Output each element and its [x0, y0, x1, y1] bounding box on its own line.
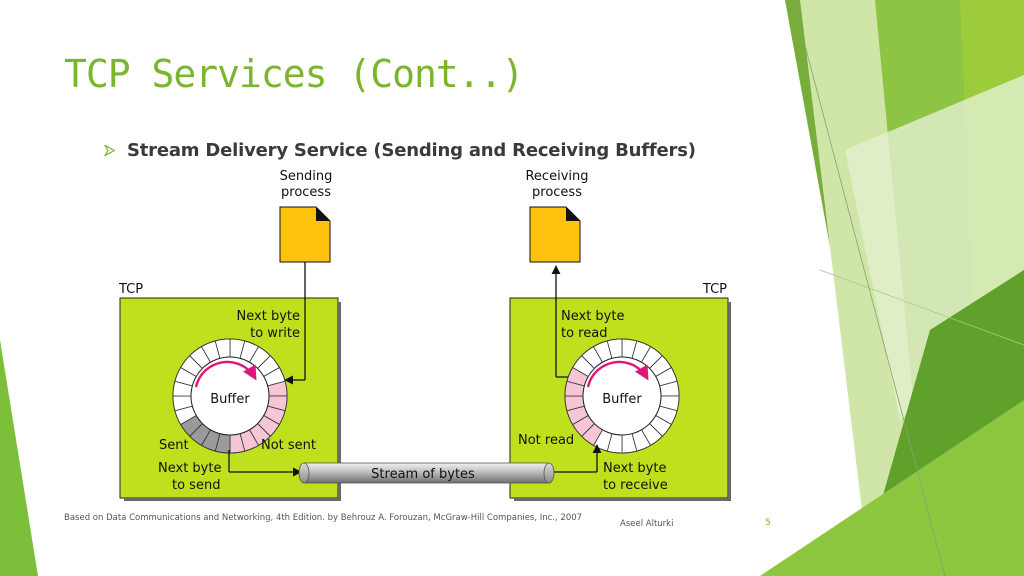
stream-of-bytes-label: Stream of bytes: [371, 467, 475, 482]
next-byte-to-receive-label: Next byte: [603, 461, 666, 476]
bullet-text: Stream Delivery Service (Sending and Rec…: [127, 140, 696, 161]
sender-tcp-box-shadow: [124, 498, 341, 501]
arrowhead-bullet-icon: [104, 145, 115, 156]
sender-circular-buffer: [172, 338, 288, 454]
receiver-tcp-box-shadow: [514, 498, 731, 501]
deco-line: [819, 269, 1024, 346]
next-byte-to-send-label: to send: [172, 478, 220, 493]
receiver-tcp-box-shadow: [728, 302, 731, 501]
sender-tcp-label: TCP: [118, 282, 143, 297]
sender-buffer-direction-arrow: [194, 360, 257, 388]
footer-author: Aseel Alturki: [620, 519, 674, 529]
next-byte-to-receive-label: to receive: [603, 478, 668, 493]
receiver-tcp-label: TCP: [702, 282, 727, 297]
receiving-process-label: process: [532, 185, 582, 200]
next-byte-to-read-label: Next byte: [561, 309, 624, 324]
next-byte-to-write-label: to write: [250, 326, 300, 341]
receiver-circular-buffer: [564, 338, 680, 454]
sender-side: Sending process TCP Next byte to write B…: [118, 169, 341, 501]
receiver-buffer-label: Buffer: [602, 392, 642, 407]
not-sent-label: Not sent: [261, 438, 316, 453]
slide-title: TCP Services (Cont..): [64, 52, 524, 96]
stream-of-bytes-pipe: Stream of bytes: [298, 462, 555, 484]
deco-bottom-facet: [760, 400, 1024, 576]
not-read-label: Not read: [518, 433, 574, 448]
next-byte-to-write-label: Next byte: [237, 309, 300, 324]
receiving-process-document-icon: [529, 206, 581, 263]
page-number: 5: [765, 518, 771, 528]
receiving-process-label: Receiving: [525, 169, 588, 184]
sending-process-label: Sending: [280, 169, 333, 184]
receiver-side: Receiving process TCP Next byte to read …: [509, 169, 731, 501]
sender-buffer-label: Buffer: [210, 392, 250, 407]
sending-process-label: process: [281, 185, 331, 200]
receiver-buffer-direction-arrow: [586, 360, 649, 388]
next-byte-to-read-label: to read: [561, 326, 607, 341]
next-byte-to-send-label: Next byte: [158, 461, 221, 476]
sending-process-document-icon: [279, 206, 331, 263]
sent-label: Sent: [159, 438, 189, 453]
sender-tcp-box-shadow: [338, 302, 341, 501]
deco-left-facet: [0, 340, 38, 576]
footer-source: Based on Data Communications and Network…: [64, 513, 583, 523]
